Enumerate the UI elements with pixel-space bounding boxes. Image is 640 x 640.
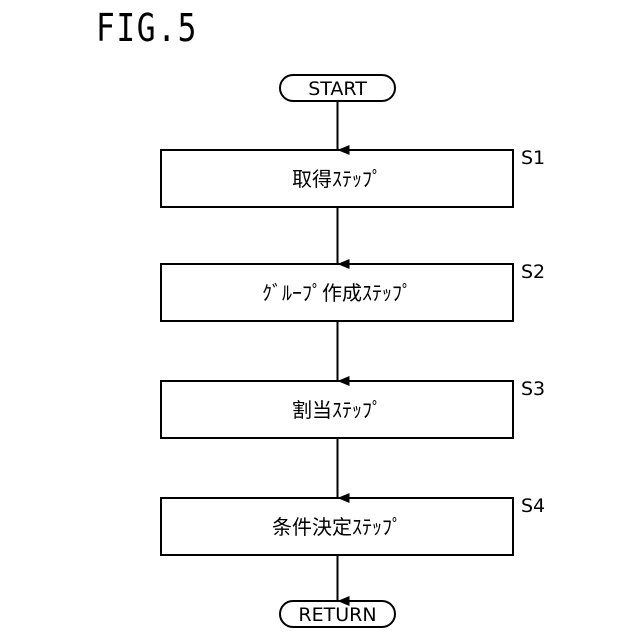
step-text: 条件決定ｽﾃｯﾌﾟ [272, 515, 402, 539]
step-id-label: S3 [521, 378, 545, 400]
step-box-s1: 取得ｽﾃｯﾌﾟ S1 [161, 147, 545, 207]
return-label: RETURN [298, 604, 376, 626]
start-terminal: START [280, 75, 395, 101]
step-box-s2: ｸﾞﾙｰﾌﾟ作成ｽﾃｯﾌﾟ S2 [161, 261, 545, 321]
step-text: ｸﾞﾙｰﾌﾟ作成ｽﾃｯﾌﾟ [262, 281, 412, 305]
step-id-label: S2 [521, 261, 545, 283]
return-terminal: RETURN [280, 601, 395, 627]
step-text: 取得ｽﾃｯﾌﾟ [292, 167, 382, 191]
step-box-s4: 条件決定ｽﾃｯﾌﾟ S4 [161, 495, 545, 555]
start-label: START [308, 78, 367, 100]
step-id-label: S4 [521, 495, 545, 517]
step-box-s3: 割当ｽﾃｯﾌﾟ S3 [161, 378, 545, 438]
step-id-label: S1 [521, 147, 545, 169]
step-text: 割当ｽﾃｯﾌﾟ [292, 398, 382, 422]
